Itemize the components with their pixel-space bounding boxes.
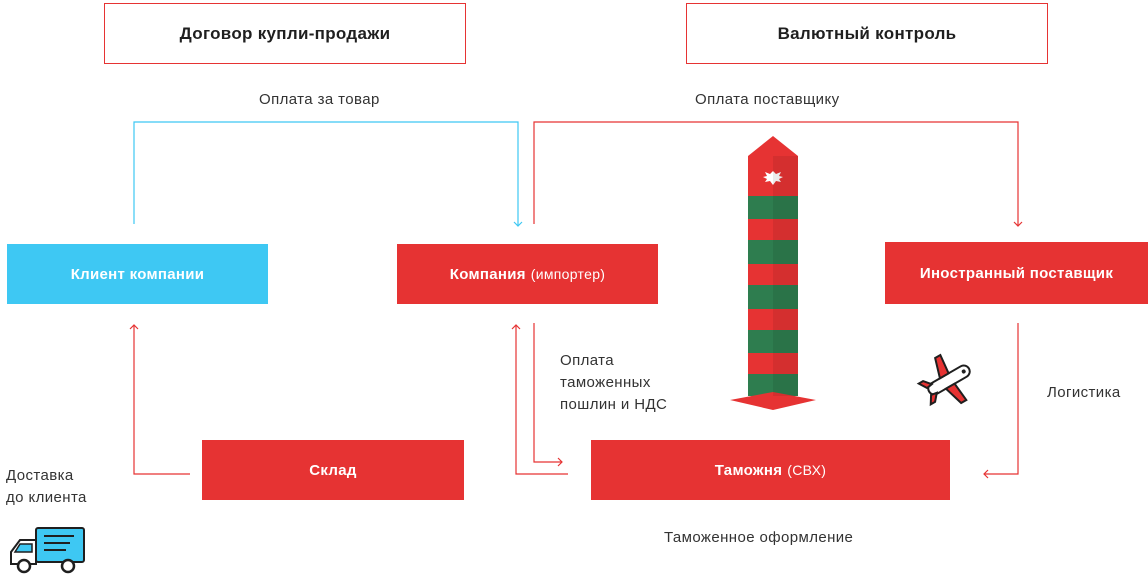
contract-label: Договор купли-продажи bbox=[179, 23, 391, 43]
logistics-line bbox=[983, 323, 1019, 479]
client-node: Клиент компании bbox=[7, 244, 268, 304]
airplane-icon bbox=[916, 353, 971, 407]
payment-goods-line bbox=[133, 121, 523, 227]
client-label: Клиент компании bbox=[70, 265, 205, 283]
supplier-label: Иностранный поставщик bbox=[919, 264, 1114, 282]
payment-supplier-label: Оплата поставщику bbox=[695, 91, 840, 108]
payment-duties-line-3: пошлин и НДС bbox=[560, 396, 668, 413]
logistics-label: Логистика bbox=[1047, 384, 1121, 401]
customs-label: Таможня bbox=[714, 461, 783, 479]
warehouse-node: Склад bbox=[202, 440, 464, 500]
company-node: Компания (импортер) bbox=[397, 244, 658, 304]
customs-suffix: (СВХ) bbox=[787, 462, 827, 478]
duties-line bbox=[533, 323, 563, 467]
currency-control-box: Валютный контроль bbox=[686, 3, 1048, 64]
warehouse-to-client-line bbox=[129, 324, 190, 475]
payment-duties-line-1: Оплата bbox=[560, 352, 614, 369]
customs-clearance-label: Таможенное оформление bbox=[664, 529, 854, 546]
supplier-node: Иностранный поставщик bbox=[885, 242, 1148, 304]
currency-control-label: Валютный контроль bbox=[777, 23, 957, 43]
delivery-truck-icon bbox=[10, 527, 85, 574]
payment-supplier-line bbox=[533, 121, 1023, 227]
company-suffix: (импортер) bbox=[530, 266, 606, 282]
delivery-line-1: Доставка bbox=[6, 467, 74, 484]
contract-box: Договор купли-продажи bbox=[104, 3, 466, 64]
company-label: Компания bbox=[449, 265, 526, 283]
delivery-line-2: до клиента bbox=[6, 489, 87, 506]
customs-node: Таможня (СВХ) bbox=[591, 440, 950, 500]
warehouse-label: Склад bbox=[309, 461, 357, 479]
border-post-icon bbox=[730, 136, 816, 410]
delivery-label: Доставка до клиента bbox=[6, 465, 87, 509]
payment-goods-label: Оплата за товар bbox=[259, 91, 380, 108]
customs-to-company-line bbox=[511, 324, 568, 475]
payment-duties-label: Оплата таможенных пошлин и НДС bbox=[560, 350, 667, 416]
payment-duties-line-2: таможенных bbox=[560, 374, 651, 391]
